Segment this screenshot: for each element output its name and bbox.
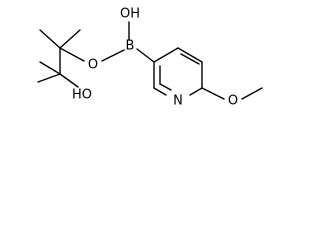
structural-formula: OH B O HO N O [37,7,263,109]
methoxy-oxygen-label: O [228,94,238,109]
ring-bond-2-inner [180,53,200,65]
bond-ring-o-methoxy [201,87,225,100]
boron-label: B [126,39,135,54]
bond-b-ring [136,48,155,63]
tertiary-hydroxyl-label: HO [72,88,92,103]
ring-bond-1 [153,47,179,63]
bond-o-b [101,49,125,62]
bond-o-methyl [241,87,263,100]
ring-bond-5a-inner [159,83,172,91]
bond-methyl-lower-left [39,61,61,75]
pyridine-nitrogen-label: N [173,94,183,109]
bond-methyl-upper-right [59,29,81,49]
bond-c-o-ester [59,47,85,62]
ester-oxygen-label: O [88,58,98,73]
ring-bond-4a [189,87,203,96]
ring-bond-2 [177,47,203,63]
bond-methyl-lower-left-2 [37,73,61,83]
ring-bond-5a [153,87,167,96]
structure-canvas: OH B O HO N O [37,7,263,109]
boron-hydroxyl-label: OH [120,7,140,22]
bond-methyl-upper-left [39,29,61,49]
bond-c-oh [59,73,79,88]
